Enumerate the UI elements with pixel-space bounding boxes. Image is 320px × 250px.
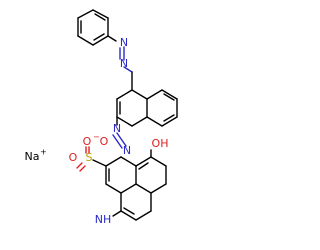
hydroxyl-label: OH (152, 137, 169, 150)
sodium-label: Na (25, 150, 40, 163)
oxygen-sulfonate-left-label: O (69, 151, 78, 164)
nitrogen-label-3: N (113, 122, 121, 135)
sulfonate-group (76, 146, 107, 172)
phenyl-ring (77, 9, 109, 46)
sodium-charge: + (40, 148, 47, 157)
naphthalene-lower (105, 156, 167, 221)
nitrogen-label-1: N (120, 36, 128, 49)
amino-label: NH (95, 213, 112, 226)
bond-phenyl-n1 (107, 35, 117, 42)
oxygen-sulfonate-neg-label: O (83, 135, 92, 148)
oxygen-negative-charge: − (93, 133, 100, 142)
structure-diagram: N N N N O − O S O OH NH 2 Na + (25, 9, 178, 226)
azo-group-2 (112, 132, 127, 149)
nitrogen-label-4: N (123, 144, 131, 157)
bond-c-nh2 (112, 210, 122, 217)
oxygen-sulfonate-top-label: O (100, 135, 109, 148)
molecule-drawing: N N N N O − O S O OH NH 2 Na + (25, 9, 178, 226)
azo-group-1 (119, 46, 133, 73)
sulfur-label: S (86, 151, 93, 164)
nitrogen-label-2: N (120, 57, 128, 70)
naphthalene-upper (116, 71, 178, 127)
